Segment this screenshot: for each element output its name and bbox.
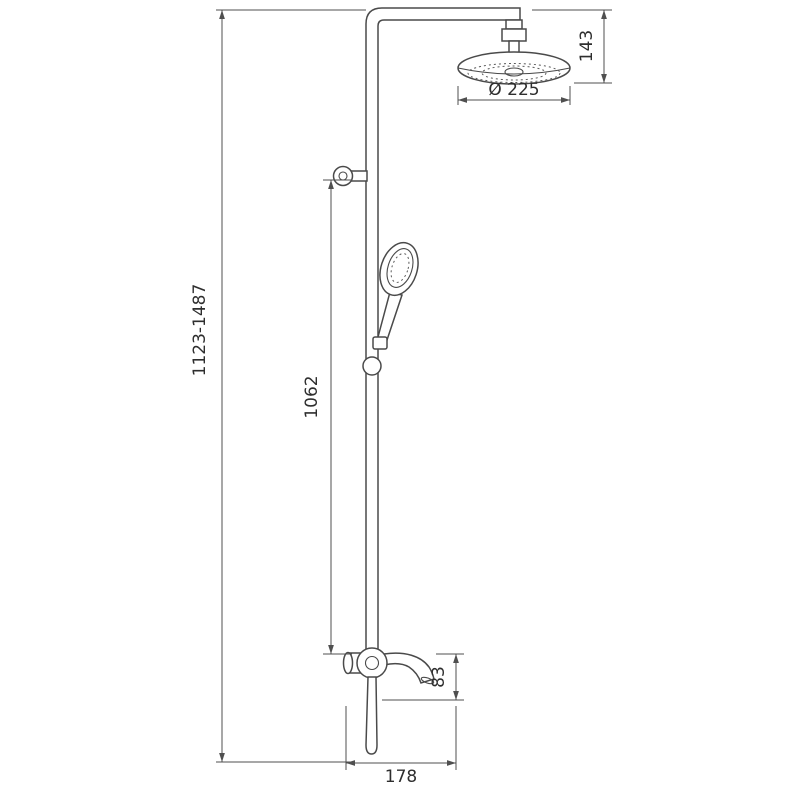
elbow-piece [505, 19, 523, 30]
dimension-head-offset: 143 [532, 9, 612, 84]
nozzle-ring-outer [467, 63, 561, 83]
riser-height-label: 1062 [302, 375, 322, 418]
hand-shower-nozzles [390, 253, 410, 283]
slider-ring [362, 356, 382, 376]
overall-height-label: 1123-1487 [190, 284, 210, 377]
hand-shower-face [386, 248, 414, 288]
dimension-riser-height: 1062 [302, 179, 352, 655]
lever-handle [365, 676, 378, 755]
mixer-valve-body [356, 647, 388, 679]
dimension-head-diameter: Ø 225 [457, 80, 571, 105]
spout-drop-label: 83 [429, 666, 449, 688]
connector-nut [501, 28, 527, 42]
nozzle-ring-inner [481, 65, 547, 81]
dimension-spout-reach: 178 [345, 706, 457, 787]
bracket-knob [332, 165, 354, 187]
hand-shower-head [379, 241, 419, 297]
hand-shower [372, 241, 419, 350]
wall-bracket [332, 165, 368, 187]
hand-shower-holder [372, 336, 388, 350]
dimension-overall-height: 1123-1487 [190, 9, 366, 763]
bath-spout [383, 652, 435, 684]
mixer-assembly [342, 647, 435, 755]
spout-reach-label: 178 [385, 767, 417, 787]
wall-flange [342, 651, 354, 675]
shower-arm-connector [501, 19, 527, 55]
dimension-spout-drop: 83 [382, 653, 464, 701]
head-offset-label: 143 [577, 30, 597, 62]
head-center-cap [504, 67, 524, 77]
head-diameter-label: Ø 225 [488, 80, 539, 100]
hand-shower-handle [377, 291, 403, 341]
mixer-valve-cap [364, 655, 380, 671]
slider-ring-circle [362, 356, 382, 376]
overhead-shower-head [457, 51, 571, 85]
spout-mouth [420, 676, 435, 685]
